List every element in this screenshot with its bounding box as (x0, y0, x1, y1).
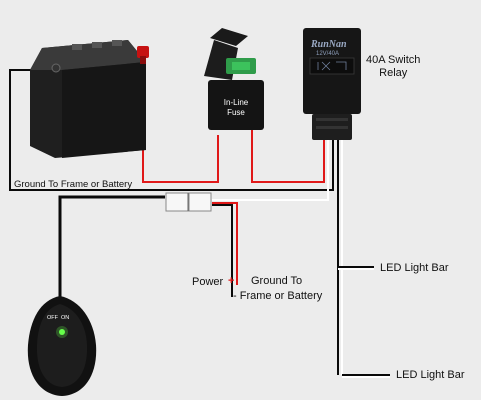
fuse-label: In-Line Fuse (212, 98, 260, 118)
switch-cable (58, 195, 165, 300)
power-label: Power (192, 276, 224, 288)
connector-block (165, 192, 212, 212)
relay-title-line1: 40A Switch (366, 54, 421, 66)
switch-ground-lead (212, 204, 233, 297)
relay (303, 28, 361, 140)
ground-frame-line1: Ground To (251, 275, 303, 287)
fuse-label-line1: In-Line (223, 98, 249, 107)
battery-positive-terminal (137, 46, 149, 64)
relay-title-line2: Relay (379, 67, 408, 79)
relay-title: 40A Switch Relay (366, 54, 420, 80)
fuse-label-line2: Fuse (227, 108, 245, 117)
fuse-to-relay-wire (251, 128, 325, 183)
power-plus-sign: + (228, 275, 235, 287)
battery-power-wire (142, 65, 219, 183)
switch-signal-wire (212, 140, 329, 201)
led-output-wires (337, 140, 390, 378)
switch-on-label: ON (61, 315, 70, 321)
led-light-bar-2-label: LED Light Bar (396, 369, 465, 381)
battery (30, 40, 146, 158)
led-light-bar-1-label: LED Light Bar (380, 262, 449, 274)
relay-rating: 12V/40A (316, 51, 340, 57)
switch-off-label: OFF (47, 315, 58, 321)
switch-power-lead (212, 202, 238, 285)
ground-frame-label: Ground To - Frame or Battery (233, 275, 322, 303)
inline-fuse (204, 28, 264, 130)
ground-battery-label: Ground To Frame or Battery (14, 179, 133, 190)
ground-frame-line2: - Frame or Battery (233, 290, 323, 302)
battery-ground-wire (9, 69, 334, 191)
relay-brand: RunNan (311, 39, 347, 50)
rocker-switch (27, 296, 97, 396)
